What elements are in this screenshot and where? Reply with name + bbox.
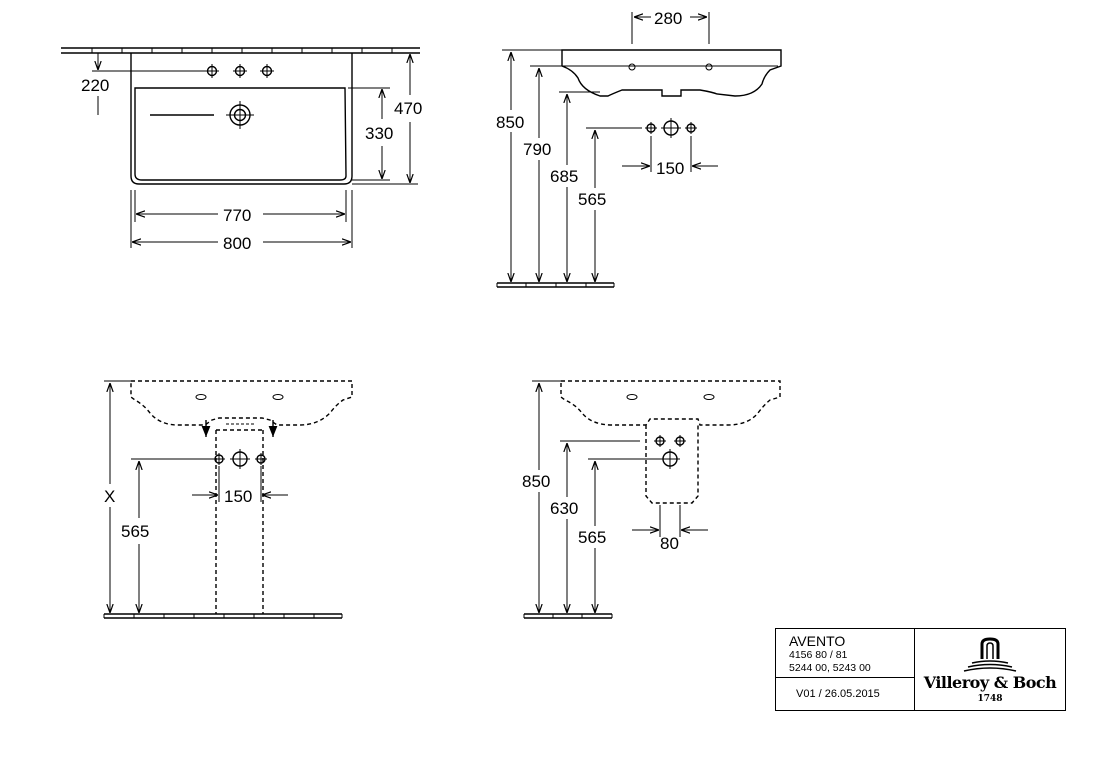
dim-685: 685 (550, 167, 578, 186)
article-numbers-2: 5244 00, 5243 00 (789, 662, 871, 674)
floor-line-side2 (523, 613, 613, 619)
top-view: 220 330 470 770 800 (61, 47, 422, 253)
brand-name: Villeroy & Boch (923, 673, 1057, 692)
supply-point-icon (645, 118, 697, 138)
dim-470: 470 (394, 99, 422, 118)
supply-point-front-icon (213, 449, 267, 469)
dim-800: 800 (223, 234, 251, 253)
dim-790: 790 (523, 140, 551, 159)
dim-565-front: 565 (121, 522, 149, 541)
dim-80: 80 (660, 534, 679, 553)
dim-150-front: 150 (224, 487, 252, 506)
basin-side2-outline (560, 380, 781, 426)
brand-block: Villeroy & Boch 1748 (915, 629, 1065, 710)
dim-330: 330 (365, 124, 393, 143)
floor-line-front (103, 613, 343, 619)
bowl-outline (134, 87, 347, 181)
dim-850: 850 (496, 113, 524, 132)
dim-150-side: 150 (656, 159, 684, 178)
dim-280: 280 (654, 9, 682, 28)
dim-x: X (104, 487, 115, 506)
divider (776, 677, 914, 678)
dim-220: 220 (81, 76, 109, 95)
tap-hole-icon (205, 64, 274, 78)
title-block: AVENTO 4156 80 / 81 5244 00, 5243 00 V01… (775, 628, 1066, 711)
product-name: AVENTO (789, 633, 846, 649)
dim-630: 630 (550, 499, 578, 518)
brand-logo-icon (963, 637, 1017, 672)
dim-850-b: 850 (522, 472, 550, 491)
floor-line-side (496, 282, 615, 288)
dim-565-b: 565 (578, 528, 606, 547)
title-block-info: AVENTO 4156 80 / 81 5244 00, 5243 00 V01… (776, 629, 915, 710)
dim-565: 565 (578, 190, 606, 209)
front-view: X 565 150 (103, 380, 353, 619)
side-view: 280 850 790 685 565 (495, 9, 782, 288)
pedestal-outline (215, 429, 264, 614)
brand-year: 1748 (977, 694, 1003, 704)
version-date: V01 / 26.05.2015 (796, 688, 880, 700)
side-view-2: 850 630 565 80 (521, 380, 781, 619)
dim-770: 770 (223, 206, 251, 225)
basin-front-outline (130, 380, 353, 426)
article-numbers-1: 4156 80 / 81 (789, 649, 848, 661)
basin-outline (130, 53, 353, 185)
drain-icon (226, 101, 254, 129)
basin-side-outline (561, 49, 782, 97)
trap-cover-outline (645, 425, 699, 504)
supply-point-side2-icon (654, 435, 686, 469)
wall-line-top (61, 47, 420, 54)
